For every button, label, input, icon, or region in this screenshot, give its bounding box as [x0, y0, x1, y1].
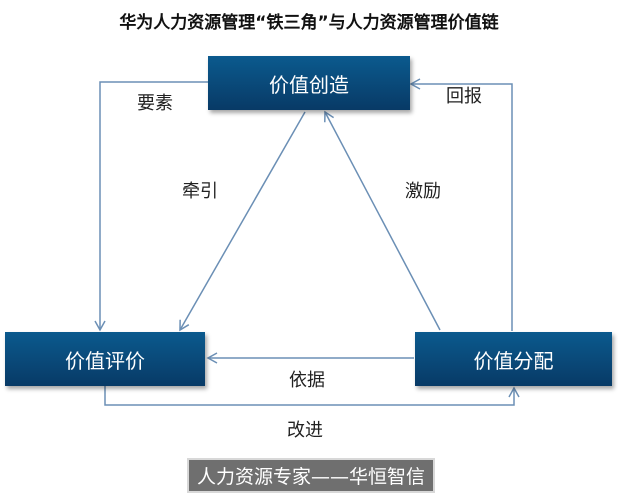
- label-elements: 要素: [137, 93, 173, 114]
- label-traction: 牵引: [182, 181, 218, 202]
- diagram-title: 华为人力资源管理“铁三角”与人力资源管理价值链: [119, 13, 499, 33]
- label-improve: 改进: [287, 420, 323, 441]
- arrow-return: [409, 78, 513, 331]
- label-return: 回报: [446, 86, 482, 107]
- watermark: 人力资源专家——华恒智信: [187, 458, 435, 493]
- arrow-incentive: [324, 110, 441, 331]
- arrow-improve: [104, 386, 520, 406]
- node-value-distribution: 价值分配: [415, 332, 612, 386]
- arrow-elements: [94, 81, 208, 332]
- label-basis: 依据: [289, 370, 325, 391]
- arrow-traction: [179, 111, 306, 332]
- label-incentive: 激励: [405, 181, 441, 202]
- node-value-creation: 价值创造: [208, 56, 410, 110]
- node-value-evaluation: 价值评价: [5, 332, 205, 386]
